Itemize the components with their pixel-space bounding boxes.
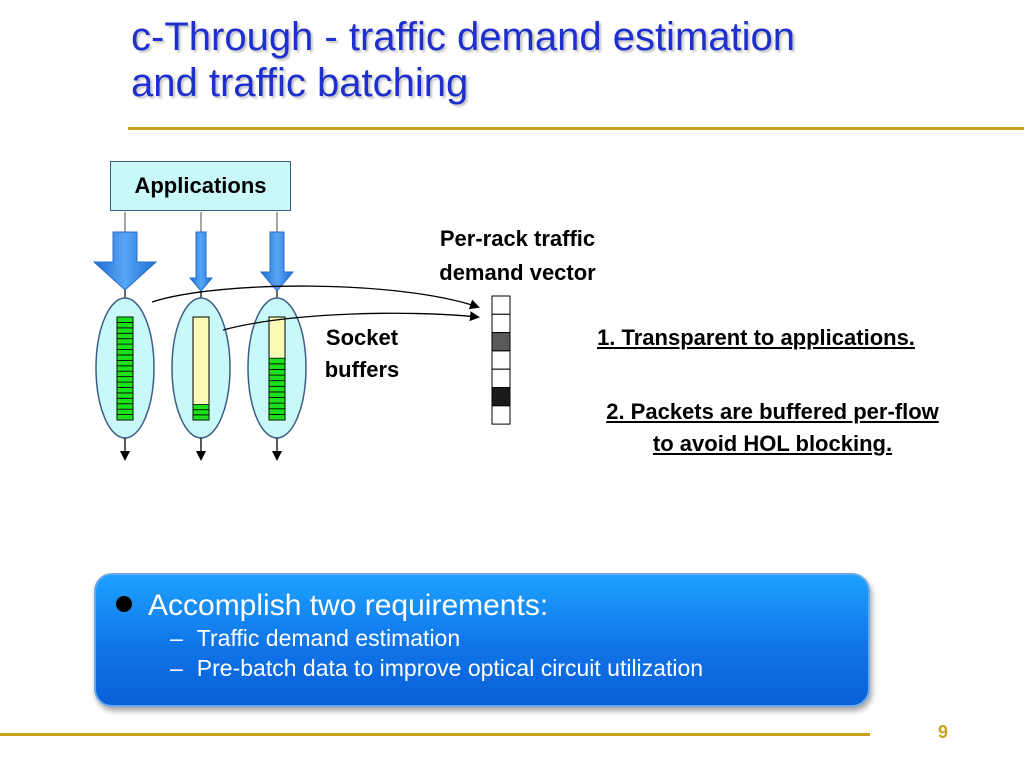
buffer-segment bbox=[116, 403, 134, 410]
buffer-segment bbox=[192, 404, 210, 411]
buffer-segment bbox=[116, 370, 134, 378]
down-arrow-icon bbox=[259, 231, 295, 292]
requirement-item-text: Traffic demand estimation bbox=[196, 625, 461, 651]
demand-vector-cell bbox=[491, 313, 511, 334]
buffer-segment bbox=[116, 392, 134, 399]
note-transparent: 1. Transparent to applications. bbox=[597, 325, 915, 350]
buffer-segment bbox=[116, 338, 134, 345]
buffer-segment bbox=[116, 376, 134, 383]
note-per-flow: 2. Packets are buffered per-flow to avoi… bbox=[540, 396, 1005, 460]
slide-title: c-Through - traffic demand estimation an… bbox=[131, 14, 1011, 106]
buffer-segment bbox=[268, 385, 286, 393]
title-divider bbox=[128, 127, 1024, 130]
down-arrow-icon bbox=[188, 231, 214, 292]
slide-title-line2: and traffic batching bbox=[131, 61, 469, 105]
buffer-segment bbox=[268, 391, 286, 398]
buffer-segment bbox=[268, 397, 286, 404]
footer-divider bbox=[0, 733, 870, 736]
down-arrow-icon bbox=[92, 231, 158, 291]
socket-buffers bbox=[116, 316, 286, 421]
demand-vector-cell bbox=[491, 405, 511, 425]
applications-label: Applications bbox=[134, 173, 267, 198]
requirement-item-text: Pre-batch data to improve optical circui… bbox=[196, 655, 704, 681]
note-per-flow-line1: 2. Packets are buffered per-flow bbox=[606, 399, 939, 424]
buffer-segment bbox=[116, 343, 134, 350]
buffer-segment bbox=[268, 357, 286, 365]
dash-icon: – bbox=[170, 625, 183, 651]
slide-title-line1: c-Through - traffic demand estimation bbox=[131, 15, 796, 59]
buffer-segment bbox=[116, 414, 134, 421]
requirement-item: –Traffic demand estimation bbox=[170, 625, 460, 652]
buffer-segment bbox=[116, 359, 134, 367]
socket-buffers-label: Socket buffers bbox=[302, 322, 422, 386]
buffer-segment bbox=[268, 413, 286, 421]
buffer-segment bbox=[116, 381, 134, 388]
buffer-segment bbox=[116, 349, 134, 356]
buffer-segment bbox=[268, 363, 286, 370]
bullet-icon bbox=[116, 596, 132, 613]
requirements-box: Accomplish two requirements: –Traffic de… bbox=[94, 573, 870, 707]
buffer-segment bbox=[268, 380, 286, 387]
demand-vector-label-line2: demand vector bbox=[439, 260, 596, 285]
buffer-segment bbox=[192, 409, 210, 416]
demand-vector-label: Per-rack traffic demand vector bbox=[395, 222, 640, 290]
demand-vector-cell bbox=[491, 350, 511, 370]
buffer-segment bbox=[116, 354, 134, 361]
buffer-segment bbox=[268, 369, 286, 376]
buffer-segment bbox=[116, 408, 134, 415]
page-number: 9 bbox=[937, 722, 948, 742]
buffer-segment bbox=[268, 402, 286, 410]
buffer-segment bbox=[192, 414, 210, 421]
socket-label-line1: Socket bbox=[325, 325, 399, 350]
dash-icon: – bbox=[170, 655, 183, 681]
app-connector-lines bbox=[124, 212, 278, 232]
buffer-segment bbox=[116, 322, 134, 329]
buffer-segment bbox=[116, 387, 134, 394]
requirements-heading-text: Accomplish two requirements: bbox=[148, 589, 549, 622]
requirements-heading: Accomplish two requirements: bbox=[116, 589, 548, 623]
buffer-segment bbox=[116, 397, 134, 405]
buffer-segment bbox=[268, 408, 286, 415]
buffer-segment bbox=[116, 327, 134, 334]
demand-vector-cell bbox=[491, 295, 511, 315]
socket-label-line2: buffers bbox=[324, 357, 400, 382]
buffer-segment bbox=[268, 374, 286, 382]
demand-vector-label-line1: Per-rack traffic bbox=[439, 226, 596, 251]
curve-arrow bbox=[151, 285, 480, 310]
demand-vector-cell bbox=[491, 387, 511, 407]
demand-vector-cell bbox=[491, 368, 511, 389]
requirement-item: –Pre-batch data to improve optical circu… bbox=[170, 655, 703, 682]
output-arrows bbox=[120, 438, 282, 461]
demand-vector bbox=[491, 295, 511, 425]
buffer-segment bbox=[116, 332, 134, 340]
curve-arrow bbox=[222, 311, 480, 331]
note-per-flow-line2: to avoid HOL blocking. bbox=[652, 431, 893, 456]
buffer-segment bbox=[116, 316, 134, 323]
applications-box: Applications bbox=[110, 161, 291, 211]
buffer-segment bbox=[116, 365, 134, 372]
demand-vector-cell bbox=[491, 332, 511, 352]
